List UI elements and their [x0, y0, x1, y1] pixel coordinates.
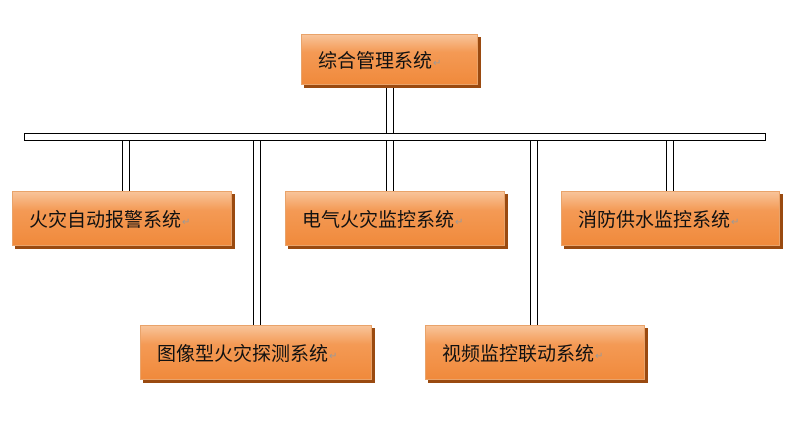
connector-root [386, 86, 394, 134]
return-mark-icon: ↵ [182, 217, 191, 228]
node-video-linkage: 视频监控联动系统↵ [425, 325, 645, 380]
connector-child-3 [666, 140, 674, 192]
node-label: 电气火灾监控系统 [302, 209, 455, 231]
node-electrical-fire: 电气火灾监控系统↵ [285, 191, 505, 246]
return-mark-icon: ↵ [731, 217, 740, 228]
connector-child-5 [530, 140, 538, 326]
node-label: 火灾自动报警系统 [29, 209, 182, 231]
connector-child-1 [122, 140, 130, 192]
node-image-fire-detection: 图像型火灾探测系统↵ [140, 325, 372, 380]
node-fire-alarm: 火灾自动报警系统↵ [12, 191, 232, 246]
return-mark-icon: ↵ [329, 351, 338, 362]
return-mark-icon: ↵ [595, 351, 604, 362]
connector-child-4 [253, 140, 261, 326]
node-label: 图像型火灾探测系统 [157, 343, 329, 365]
node-label: 视频监控联动系统 [442, 343, 595, 365]
return-mark-icon: ↵ [433, 58, 442, 69]
connector-child-2 [386, 140, 394, 192]
connector-bus [24, 133, 766, 141]
node-label: 综合管理系统 [318, 50, 433, 72]
return-mark-icon: ↵ [455, 217, 464, 228]
node-label: 消防供水监控系统 [578, 209, 731, 231]
node-root: 综合管理系统↵ [301, 34, 478, 85]
node-water-supply: 消防供水监控系统↵ [561, 191, 780, 246]
